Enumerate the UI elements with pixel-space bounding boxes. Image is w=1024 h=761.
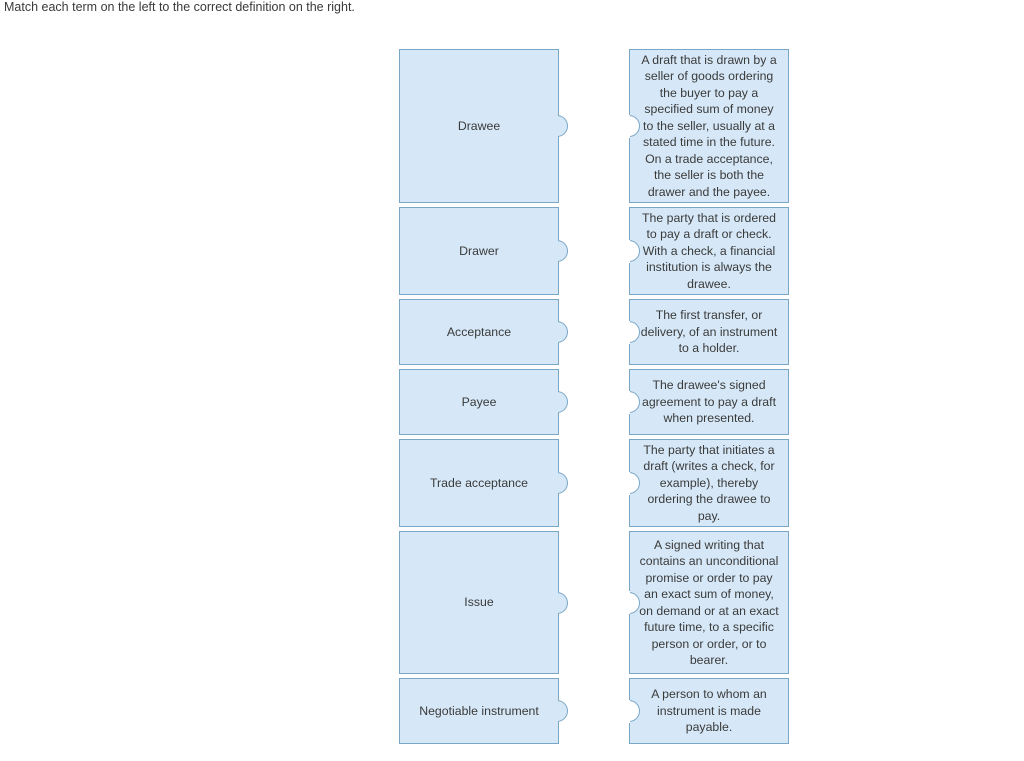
definition-label: The first transfer, or delivery, of an i… [640,308,778,356]
connector-knob-icon [555,114,568,138]
definition-tile[interactable]: The drawee's signed agreement to pay a d… [626,369,789,435]
term-tile[interactable]: Drawee [399,49,568,203]
connector-knob-icon [555,699,568,723]
term-label: Drawee [457,118,501,133]
definition-tile[interactable]: A person to whom an instrument is made p… [626,678,789,744]
connector-knob-icon [555,390,568,414]
definition-label: The party that is ordered to pay a draft… [642,210,776,291]
term-tile[interactable]: Payee [399,369,568,435]
definition-tile[interactable]: The party that is ordered to pay a draft… [626,207,789,295]
definition-label: The party that initiates a draft (writes… [643,442,775,523]
connector-knob-icon [555,591,568,614]
term-label: Issue [464,595,494,610]
term-tile[interactable]: Acceptance [399,299,568,365]
term-label: Payee [461,394,497,409]
definition-label: A person to whom an instrument is made p… [651,687,767,735]
instruction-text: Match each term on the left to the corre… [4,0,355,14]
term-tile[interactable]: Trade acceptance [399,439,568,527]
definitions-column: A draft that is drawn by a seller of goo… [626,49,793,744]
definition-label: A signed writing that contains an uncond… [639,537,779,668]
definition-label: The drawee's signed agreement to pay a d… [642,378,776,426]
term-tile[interactable]: Issue [399,531,568,674]
definition-tile[interactable]: A signed writing that contains an uncond… [626,531,789,674]
term-tile[interactable]: Drawer [399,207,568,295]
definition-label: A draft that is drawn by a seller of goo… [641,52,777,199]
definition-tile[interactable]: The first transfer, or delivery, of an i… [626,299,789,365]
term-tile[interactable]: Negotiable instrument [399,678,568,744]
definition-tile[interactable]: A draft that is drawn by a seller of goo… [626,49,789,203]
connector-knob-icon [555,239,568,263]
connector-knob-icon [555,471,568,495]
term-label: Trade acceptance [430,475,528,490]
connector-knob-icon [555,320,568,344]
term-label: Acceptance [446,324,512,339]
term-label: Negotiable instrument [419,703,539,718]
term-label: Drawer [459,243,499,258]
definition-tile[interactable]: The party that initiates a draft (writes… [626,439,789,527]
